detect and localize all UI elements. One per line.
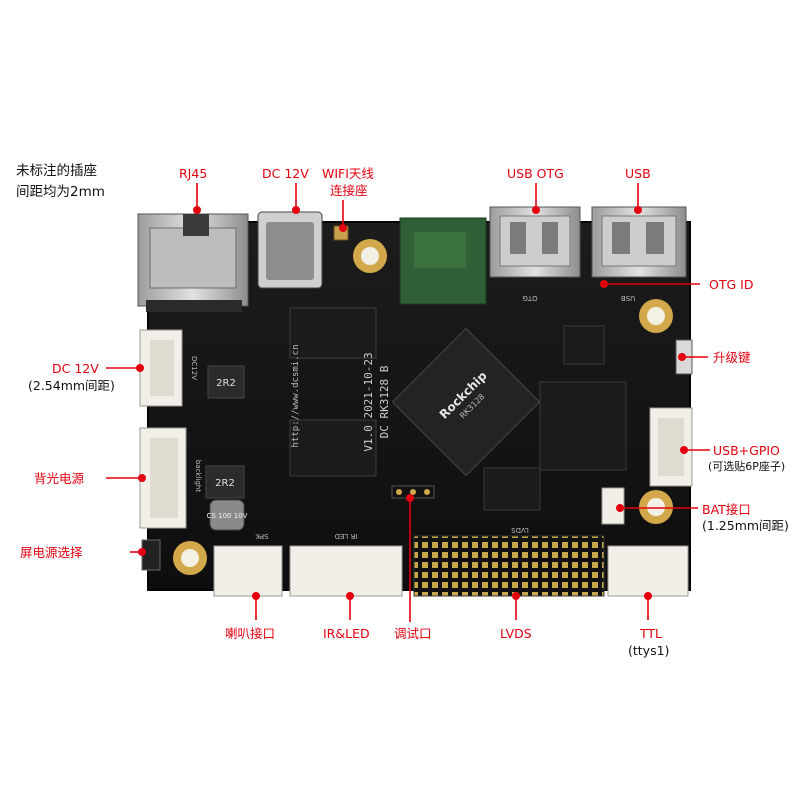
dot-usb-otg xyxy=(532,206,540,214)
ttl-connector xyxy=(607,545,689,597)
inductor-1 xyxy=(207,365,245,399)
label-ttl: TTL xyxy=(640,626,663,641)
cap-label: CS 100 10V xyxy=(207,512,248,520)
dot-bat xyxy=(616,504,624,512)
label-bat-pitch: (1.25mm间距) xyxy=(702,518,789,533)
soc-chip xyxy=(391,327,541,477)
silk-irled: IR LED xyxy=(335,532,358,540)
inductor2-label: 2R2 xyxy=(215,478,235,489)
screen-power-jumper xyxy=(141,539,161,571)
dot-otg-id xyxy=(600,280,608,288)
label-screen-power: 屏电源选择 xyxy=(20,545,83,560)
label-wifi-line1: WIFI天线 xyxy=(322,166,374,181)
backlight-connector xyxy=(139,427,187,529)
dot-upgrade xyxy=(678,353,686,361)
dot-usb xyxy=(634,206,642,214)
electrolytic-cap xyxy=(209,499,245,531)
label-dc12v-top: DC 12V xyxy=(262,166,309,181)
silk-dc12v: DC12V xyxy=(190,356,198,380)
dot-screen-power xyxy=(138,548,146,556)
speaker-connector xyxy=(213,545,283,597)
label-dc12v-left: DC 12V xyxy=(52,361,99,376)
usb-hub-chip xyxy=(563,325,605,365)
label-backlight-power: 背光电源 xyxy=(34,471,85,486)
silk-version: V1.0 2021-10-23 xyxy=(362,352,375,451)
silk-usb: USB xyxy=(621,294,636,302)
label-lvds: LVDS xyxy=(500,626,532,641)
dot-lvds xyxy=(512,592,520,600)
silk-spk: SPK xyxy=(255,532,269,540)
inductor1-label: 2R2 xyxy=(216,378,236,389)
usb-gpio-connector xyxy=(649,407,693,487)
label-usb-otg: USB OTG xyxy=(507,166,564,181)
label-otg-id: OTG ID xyxy=(709,277,754,292)
ram-chip-2 xyxy=(289,419,377,477)
silk-backlight: backlight xyxy=(194,460,202,492)
lvds-header xyxy=(413,535,605,597)
dot-backlight xyxy=(138,474,146,482)
usb-port xyxy=(591,206,687,278)
label-rj45: RJ45 xyxy=(179,166,208,181)
label-speaker: 喇叭接口 xyxy=(225,626,276,641)
dot-speaker xyxy=(252,592,260,600)
pitch-note-line1: 未标注的插座 xyxy=(16,163,97,179)
label-wifi-line2: 连接座 xyxy=(330,183,368,198)
emmc-chip xyxy=(539,381,627,471)
dot-irled xyxy=(346,592,354,600)
mount-hole-bat xyxy=(639,490,673,524)
label-bat: BAT接口 xyxy=(702,502,751,517)
pmic-chip xyxy=(483,467,541,511)
pitch-note: 未标注的插座 间距均为2mm xyxy=(16,161,105,203)
ram-chip-1 xyxy=(289,307,377,359)
rj45-jack xyxy=(137,213,249,312)
debug-header xyxy=(391,485,435,499)
dc12v-connector-left xyxy=(139,329,183,407)
dot-dc12v-top xyxy=(292,206,300,214)
mount-hole-bottom-left xyxy=(173,541,207,575)
irled-connector xyxy=(289,545,403,597)
label-dc12v-left-pitch: (2.54mm间距) xyxy=(28,378,115,393)
dot-ttl xyxy=(644,592,652,600)
label-ttl-port: (ttys1) xyxy=(628,643,670,658)
mount-hole-right xyxy=(639,299,673,333)
dot-wifi xyxy=(339,224,347,232)
bat-connector xyxy=(601,487,625,525)
mount-hole-top xyxy=(353,239,387,273)
usb-otg-port xyxy=(489,206,581,278)
silk-lvds: LVDS xyxy=(511,526,529,534)
inductor-2 xyxy=(205,465,245,499)
label-upgrade: 升级键 xyxy=(713,350,751,365)
label-usb-gpio-note: (可选贴6P座子) xyxy=(708,460,786,473)
dot-rj45 xyxy=(193,206,201,214)
label-usb-gpio: USB+GPIO xyxy=(713,443,780,458)
pitch-note-line2: 间距均为2mm xyxy=(16,184,105,200)
wifi-module xyxy=(399,217,487,305)
label-irled: IR&LED xyxy=(323,626,370,641)
silk-otg: OTG xyxy=(522,294,537,302)
silk-url: http://www.dcsmi.cn xyxy=(291,345,301,448)
label-usb: USB xyxy=(625,166,651,181)
dot-usb-gpio xyxy=(680,446,688,454)
dc-jack-top xyxy=(257,211,323,289)
label-debug: 调试口 xyxy=(394,626,432,641)
silk-model: DC RK3128 B xyxy=(378,365,391,438)
dot-debug xyxy=(406,494,414,502)
dot-dc12v-left xyxy=(136,364,144,372)
